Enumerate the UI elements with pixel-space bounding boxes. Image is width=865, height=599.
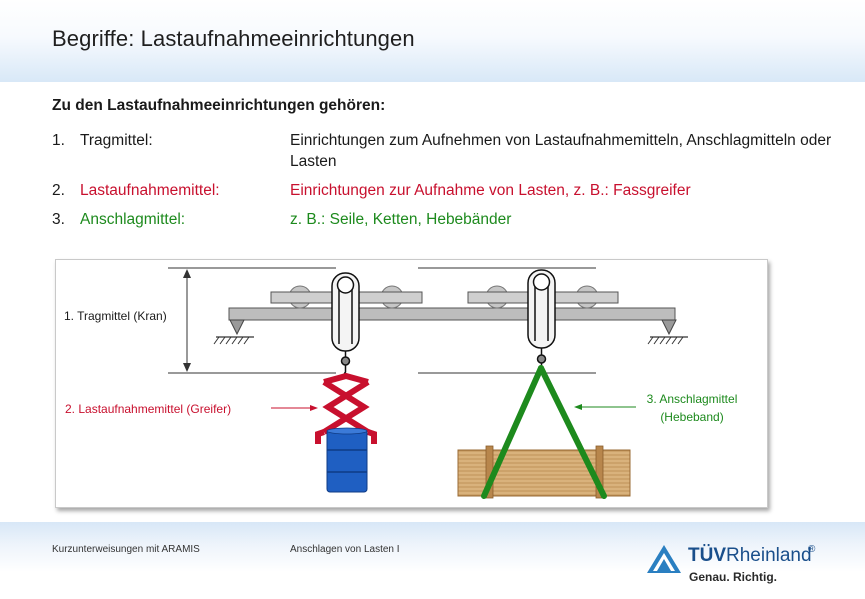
header-band (0, 0, 865, 82)
label-lastaufnahmemittel: 2. Lastaufnahmemittel (Greifer) (65, 402, 231, 416)
list-number: 2. (52, 182, 65, 199)
list-item-lastaufnahmemittel: 2. Lastaufnahmemittel: Einrichtungen zur… (52, 180, 832, 201)
list-number: 1. (52, 132, 65, 149)
list-description: Einrichtungen zum Aufnehmen von Lastaufn… (290, 132, 832, 170)
logo-slogan: Genau. Richtig. (689, 570, 778, 584)
list-term: Lastaufnahmemittel: (80, 182, 220, 199)
footer-course: Kurzunterweisungen mit ARAMIS (52, 544, 200, 555)
logo-wordmark: TÜVRheinland (688, 545, 812, 567)
oil-barrel (326, 427, 368, 493)
dimension-lines (168, 267, 596, 374)
crane-diagram: 1. Tragmittel (Kran) 2. Lastaufnahmemitt… (64, 267, 738, 499)
label-anschlagmittel: 3. Anschlagmittel (647, 392, 738, 406)
definition-list: 1. Tragmittel: Einrichtungen zum Aufnehm… (52, 130, 832, 238)
list-description: z. B.: Seile, Ketten, Hebebänder (290, 211, 512, 228)
triangle-logo-icon (647, 545, 681, 573)
crane-girder (213, 307, 688, 345)
list-item-tragmittel: 1. Tragmittel: Einrichtungen zum Aufnehm… (52, 130, 832, 172)
list-item-anschlagmittel: 3. Anschlagmittel: z. B.: Seile, Ketten,… (52, 209, 832, 230)
label-hebeband: (Hebeband) (660, 410, 723, 424)
lifting-sling (481, 365, 607, 499)
logo-tuv: TÜV (688, 545, 726, 566)
slide-title: Begriffe: Lastaufnahmeeinrichtungen (52, 26, 415, 51)
list-term: Tragmittel: (80, 132, 153, 149)
list-description: Einrichtungen zur Aufnahme von Lasten, z… (290, 182, 691, 199)
footer-topic: Anschlagen von Lasten I (290, 544, 400, 555)
intro-heading: Zu den Lastaufnahmeeinrichtungen gehören… (52, 97, 386, 114)
logo-registered: ® (808, 544, 816, 555)
barrel-gripper (315, 372, 377, 444)
logo-rheinland: Rheinland (726, 545, 812, 566)
crane-figure: 1. Tragmittel (Kran) 2. Lastaufnahmemitt… (55, 259, 768, 508)
list-term: Anschlagmittel: (80, 211, 186, 228)
list-number: 3. (52, 211, 65, 228)
callout-arrows (271, 404, 636, 411)
hook-block-left (331, 272, 360, 379)
footer-band (0, 522, 865, 599)
tuv-logo: TÜVRheinland ® Genau. Richtig. (644, 542, 834, 588)
hook-block-right (527, 269, 556, 369)
label-tragmittel: 1. Tragmittel (Kran) (64, 309, 167, 323)
